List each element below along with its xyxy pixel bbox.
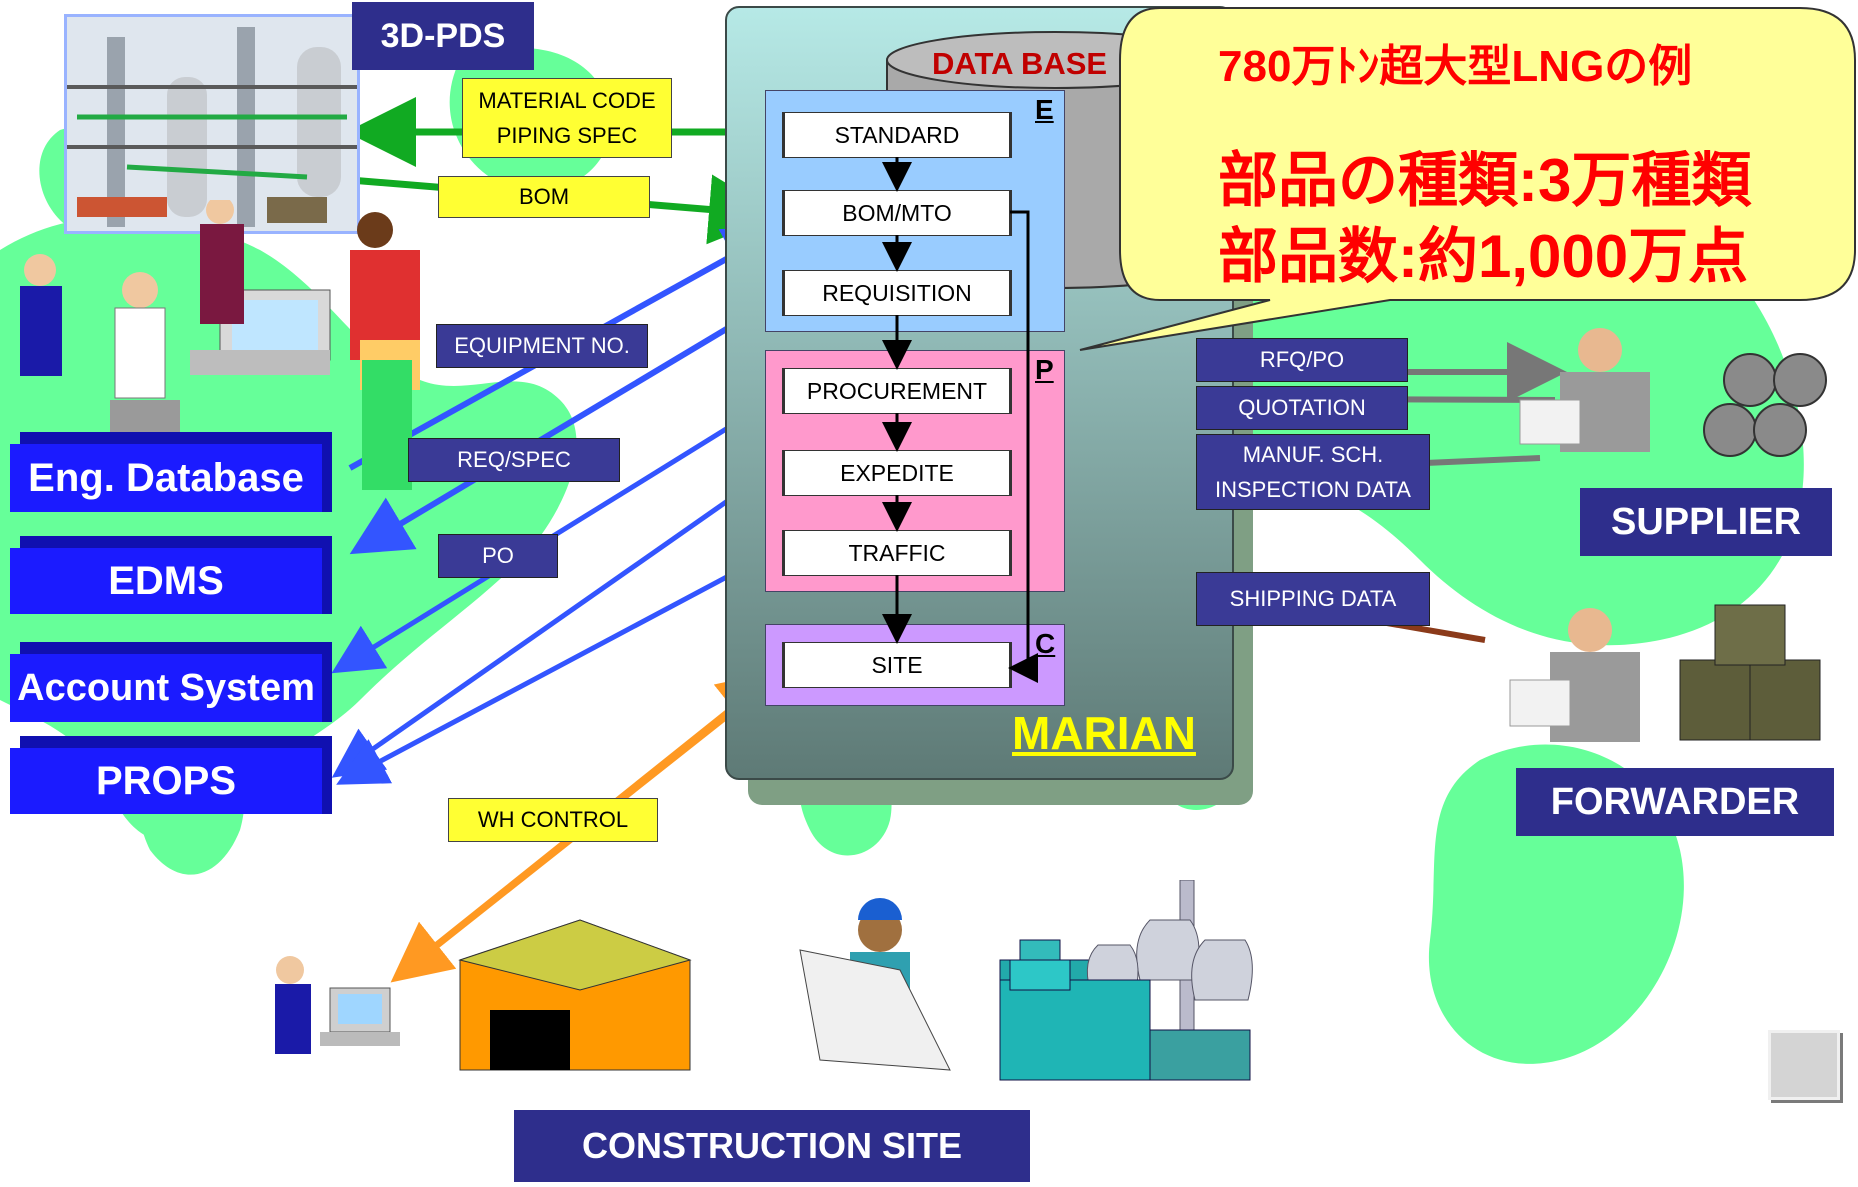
tag-equipment-no: EQUIPMENT NO. <box>436 324 648 368</box>
construction-site-label: CONSTRUCTION SITE <box>514 1110 1030 1182</box>
forwarder-illustration <box>1509 604 1821 742</box>
system-props: PROPS <box>10 748 322 814</box>
tag-manuf-sch: MANUF. SCH. <box>1242 441 1384 467</box>
power-plant-illustration <box>999 880 1253 1081</box>
slide-nav-button[interactable] <box>1768 1030 1840 1100</box>
tag-shipping-data: SHIPPING DATA <box>1196 572 1430 626</box>
process-standard: STANDARD <box>782 112 1012 158</box>
tag-inspection-data: INSPECTION DATA <box>1215 477 1411 502</box>
system-eng-database: Eng. Database <box>10 444 322 512</box>
forwarder-label: FORWARDER <box>1516 768 1834 836</box>
database-label: DATA BASE <box>932 46 1108 81</box>
callout-line-3: 部品数:約1,000万点 <box>1218 223 1749 290</box>
tag-bom: BOM <box>438 176 650 218</box>
tag-req-spec: REQ/SPEC <box>408 438 620 482</box>
system-account: Account System <box>10 654 322 722</box>
process-requisition: REQUISITION <box>782 270 1012 316</box>
section-c-letter: C <box>1035 628 1056 659</box>
tag-piping-spec: PIPING SPEC <box>496 123 638 148</box>
pds-label: 3D-PDS <box>352 2 534 70</box>
section-e-letter: E <box>1035 94 1054 125</box>
callout-bubble <box>1079 7 1856 351</box>
marian-label: MARIAN <box>1012 707 1196 759</box>
supplier-label: SUPPLIER <box>1580 488 1832 556</box>
tag-wh-control: WH CONTROL <box>448 798 658 842</box>
tag-quotation: QUOTATION <box>1196 386 1408 430</box>
callout-line-1: 780万ﾄﾝ超大型LNGの例 <box>1218 42 1693 91</box>
tag-material-code: MATERIAL CODE <box>478 87 656 113</box>
system-edms: EDMS <box>10 548 322 614</box>
process-traffic: TRAFFIC <box>782 530 1012 576</box>
callout-line-2: 部品の種類:3万種類 <box>1218 147 1752 214</box>
process-site: SITE <box>782 642 1012 688</box>
section-p-letter: P <box>1035 354 1054 385</box>
tag-rfq-po: RFQ/PO <box>1196 338 1408 382</box>
tag-manuf-inspection: MANUF. SCH. INSPECTION DATA <box>1196 434 1430 510</box>
plant-3d-graphic <box>67 17 357 231</box>
tag-po: PO <box>438 534 558 578</box>
supplier-illustration <box>1519 328 1827 457</box>
tag-material-piping: MATERIAL CODE PIPING SPEC <box>462 78 672 158</box>
